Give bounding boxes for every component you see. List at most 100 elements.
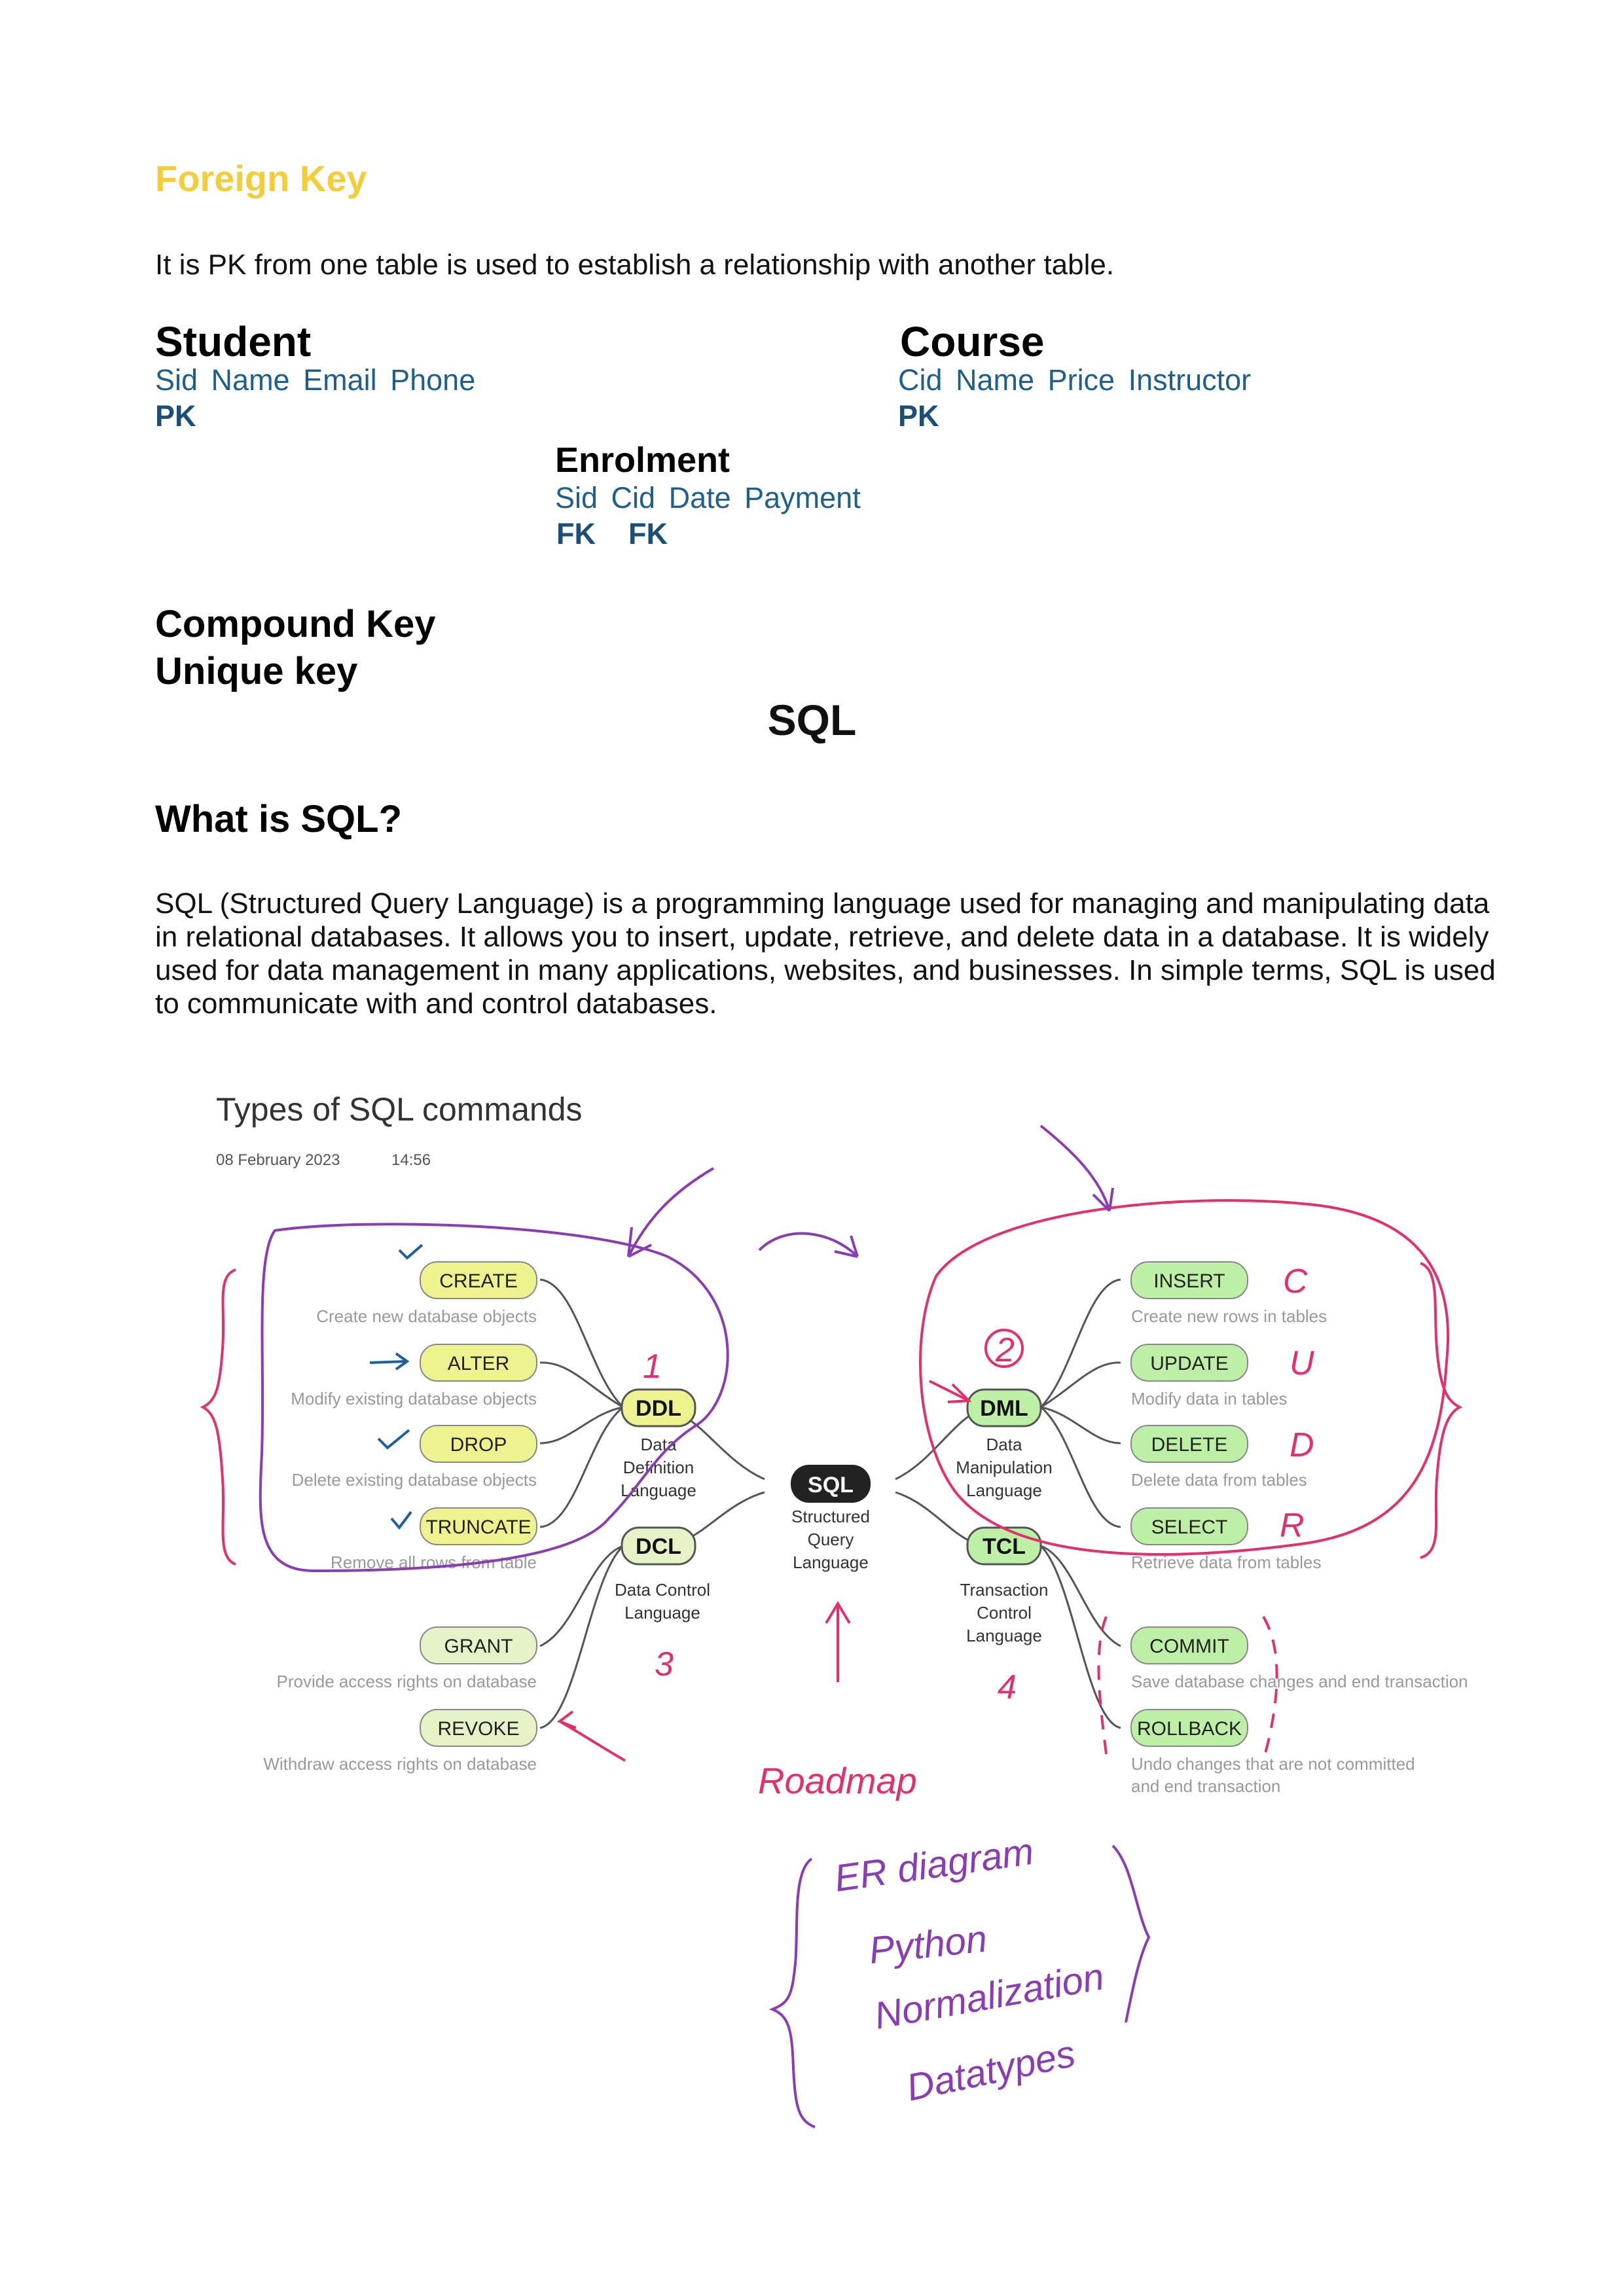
tcl-sub-3: Language (966, 1626, 1042, 1645)
pink-arrow-revoke-icon (556, 1710, 626, 1762)
dcl-sub-2: Language (624, 1603, 700, 1623)
hand-letter-r: R (1280, 1507, 1305, 1545)
dcl-label: DCL (636, 1534, 681, 1559)
mindmap-date: 08 February 2023 (216, 1151, 340, 1169)
hand-letter-d: D (1290, 1426, 1314, 1464)
purple-arrow-dml (1039, 1124, 1111, 1211)
hand-datatypes: Datatypes (903, 2032, 1079, 2109)
update-label: UPDATE (1150, 1353, 1228, 1374)
check-create-icon (398, 1244, 424, 1260)
select-pill (1130, 1507, 1248, 1545)
arrow-alter-icon (369, 1352, 410, 1371)
grant-desc: Provide access rights on database (277, 1672, 537, 1691)
truncate-desc: Remove all rows from table (331, 1552, 537, 1572)
commit-pill (1130, 1626, 1248, 1664)
ddl-node (621, 1388, 696, 1427)
hand-number-4: 4 (998, 1668, 1017, 1706)
create-desc: Create new database objects (316, 1306, 537, 1326)
pink-arrow-up-icon (825, 1601, 851, 1682)
hand-number-3: 3 (655, 1645, 674, 1683)
foreign-key-title: Foreign Key (155, 158, 367, 199)
alter-label: ALTER (448, 1353, 509, 1374)
rollback-desc-2: and end transaction (1131, 1776, 1280, 1796)
enrolment-table-name: Enrolment (555, 440, 731, 480)
revoke-label: REVOKE (437, 1718, 519, 1740)
sql-center-label: SQL (808, 1473, 854, 1498)
what-is-sql-heading: What is SQL? (155, 798, 402, 840)
mindmap-title: Types of SQL commands (216, 1091, 583, 1128)
dcl-sub-1: Data Control (615, 1580, 710, 1600)
purple-arrow-center (758, 1232, 859, 1258)
select-label: SELECT (1151, 1516, 1228, 1538)
ddl-highlight-loop (259, 1223, 729, 1573)
dml-sub-3: Language (966, 1480, 1042, 1500)
hand-letter-c: C (1283, 1263, 1308, 1300)
right-brace (1420, 1262, 1463, 1559)
truncate-pill (420, 1507, 537, 1545)
enrolment-fk-sid: FK (556, 517, 596, 550)
delete-pill (1130, 1425, 1248, 1463)
student-table-name: Student (155, 318, 312, 365)
revoke-desc: Withdraw access rights on database (263, 1754, 537, 1774)
sql-paragraph: SQL (Structured Query Language) is a pro… (155, 888, 1496, 1020)
grant-label: GRANT (444, 1636, 513, 1657)
sql-center-sub-2: Query (808, 1530, 854, 1549)
roadmap-right-brace (1111, 1844, 1151, 2023)
drop-pill (420, 1425, 537, 1463)
enrolment-fk-cid: FK (628, 517, 668, 550)
alter-pill (420, 1344, 537, 1382)
insert-label: INSERT (1153, 1270, 1225, 1292)
revoke-pill (420, 1709, 537, 1747)
rollback-desc-1: Undo changes that are not committed (1131, 1754, 1415, 1774)
course-pk: PK (898, 399, 939, 433)
drop-label: DROP (450, 1434, 507, 1456)
sql-center-node (791, 1465, 871, 1503)
tcl-bracket-right (1262, 1615, 1278, 1761)
enrolment-columns: Sid Cid Date Payment (555, 481, 861, 514)
hand-number-1: 1 (643, 1348, 662, 1386)
purple-arrowhead-ddl (627, 1227, 652, 1258)
left-brace (200, 1268, 236, 1566)
purple-arrowhead-center (834, 1235, 859, 1258)
foreign-key-definition: It is PK from one table is used to estab… (155, 249, 1115, 281)
hand-roadmap: Roadmap (758, 1760, 917, 1801)
mindmap-connectors (539, 1278, 1121, 1729)
compound-key-heading: Compound Key (155, 603, 436, 645)
tcl-label: TCL (983, 1534, 1026, 1559)
mindmap-time: 14:56 (391, 1151, 431, 1169)
update-desc: Modify data in tables (1131, 1389, 1287, 1408)
insert-pill (1130, 1261, 1248, 1299)
create-pill (420, 1261, 537, 1299)
alter-desc: Modify existing database objects (291, 1389, 537, 1408)
ddl-label: DDL (636, 1396, 681, 1421)
hand-number-2: 2 (995, 1331, 1015, 1369)
ddl-sub-2: Definition (623, 1458, 694, 1477)
course-table-name: Course (900, 318, 1045, 365)
select-desc: Retrieve data from tables (1131, 1552, 1321, 1572)
grant-pill (420, 1626, 537, 1664)
dml-label: DML (980, 1396, 1028, 1421)
drop-desc: Delete existing database objects (292, 1470, 537, 1490)
roadmap-left-brace (768, 1857, 816, 2128)
sql-commands-mindmap: Types of SQL commands 08 February 2023 1… (200, 1091, 1468, 2128)
tcl-sub-1: Transaction (960, 1580, 1049, 1600)
commit-label: COMMIT (1149, 1636, 1229, 1657)
dml-sub-2: Manipulation (956, 1458, 1052, 1477)
course-columns: Cid Name Price Instructor (898, 363, 1252, 397)
hand-python: Python (867, 1917, 989, 1972)
delete-label: DELETE (1151, 1434, 1228, 1456)
truncate-label: TRUNCATE (425, 1516, 531, 1538)
commit-desc: Save database changes and end transactio… (1131, 1672, 1468, 1691)
student-pk: PK (155, 399, 196, 433)
sql-title: SQL (767, 696, 857, 744)
tcl-sub-2: Control (977, 1603, 1032, 1623)
update-pill (1130, 1344, 1248, 1382)
pink-arrow-dml-icon (929, 1380, 972, 1403)
sql-center-sub-1: Structured (791, 1507, 870, 1526)
dml-sub-1: Data (986, 1435, 1022, 1454)
hand-letter-u: U (1290, 1344, 1314, 1382)
create-label: CREATE (439, 1270, 517, 1292)
sql-center-sub-3: Language (793, 1552, 869, 1572)
dml-highlight-loop (919, 1199, 1450, 1556)
rollback-pill (1130, 1709, 1248, 1747)
